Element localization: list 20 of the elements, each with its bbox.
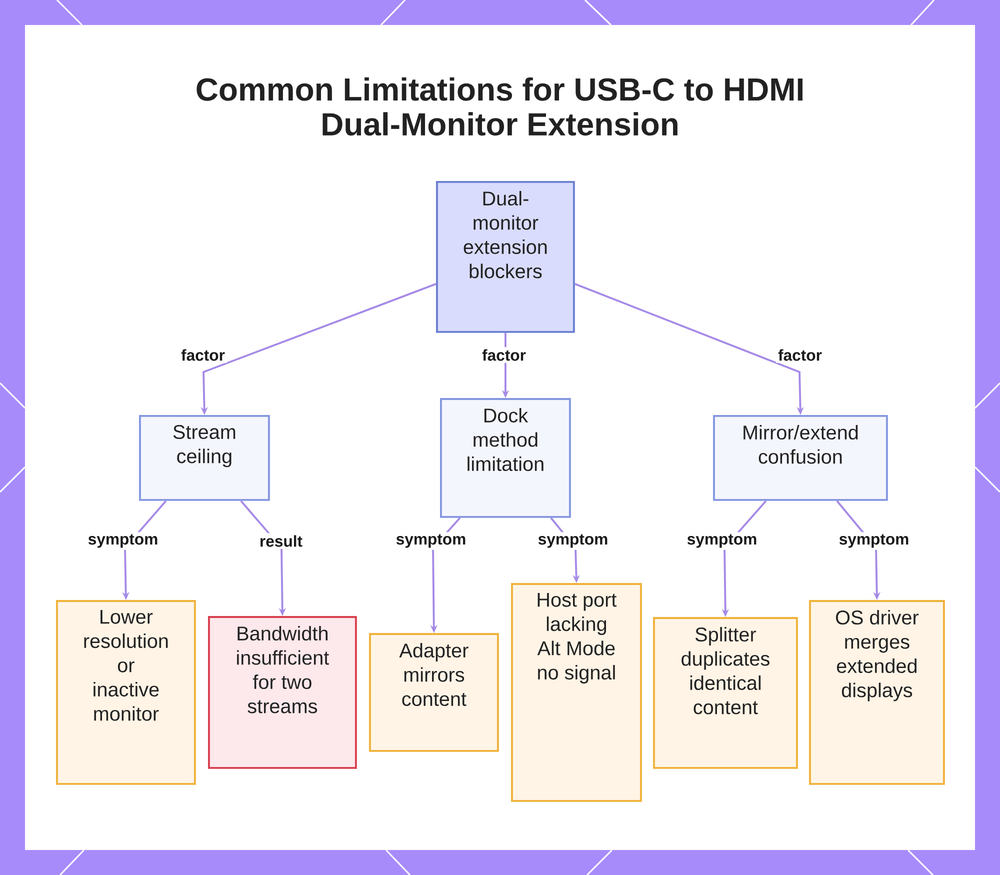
title: Common Limitations for USB-C to HDMI Dual-Monitor Extension	[196, 77, 802, 136]
symptom-box: Host port lacking Alt Mode no signal	[511, 583, 642, 802]
edge-label: factor	[480, 347, 528, 363]
edge-label: symptom	[684, 532, 760, 550]
edge-label: symptom	[394, 532, 468, 550]
factor-box: Stream ceiling	[139, 415, 270, 501]
symptom-box: Splitter duplicates identical content	[653, 617, 798, 769]
edge-label: factor	[776, 347, 824, 363]
factor-box: Dock method limitation	[440, 398, 571, 518]
edge-label: symptom	[86, 532, 160, 550]
edge-label: symptom	[836, 532, 912, 550]
edge-label: factor	[178, 347, 228, 363]
symptom-box: Lower resolution or inactive monitor	[56, 600, 196, 785]
symptom-box: Adapter mirrors content	[369, 633, 499, 752]
factor-box: Mirror/extend confusion	[713, 415, 888, 501]
edge-label: result	[257, 533, 305, 549]
result-box: Bandwidth insufficient for two streams	[208, 616, 357, 769]
edge-label: symptom	[536, 532, 610, 550]
topic-box: Dual-monitor extension blockers	[436, 181, 575, 333]
symptom-box: OS driver merges extended displays	[809, 600, 945, 785]
